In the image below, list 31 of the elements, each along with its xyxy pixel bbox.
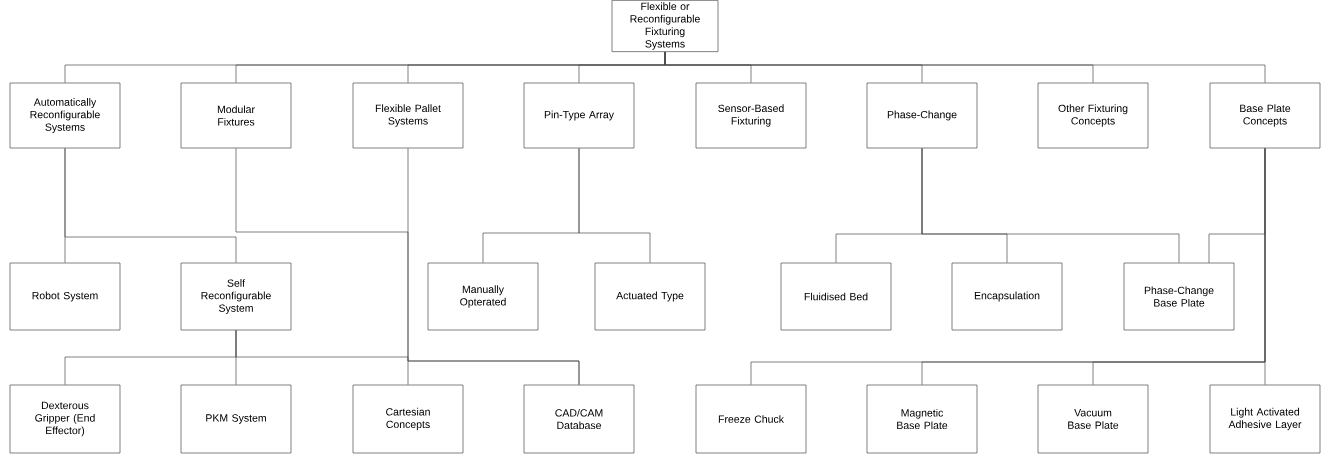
connector-line [664, 51, 1266, 83]
connector-line [407, 148, 580, 385]
connector-line [1264, 148, 1266, 385]
box: PKM System [180, 384, 292, 454]
box: CAD/CAM Database [523, 384, 635, 454]
box: Cartesian Concepts [352, 384, 464, 454]
box: Modular Fixtures [180, 82, 292, 149]
box: Encapsulation [951, 262, 1063, 331]
box: Base Plate Concepts [1209, 82, 1321, 149]
connector-line [578, 148, 651, 263]
box: Fluidised Bed [780, 262, 892, 331]
box: Self Reconfigurable System [180, 262, 292, 331]
box: Flexible Pallet Systems [352, 82, 464, 149]
box: Flexible or Reconfigurable Fixturing Systems [611, 0, 719, 52]
box: Actuated Type [594, 262, 706, 331]
box: Phase-Change [866, 82, 978, 149]
box: Other Fixturing Concepts [1037, 82, 1149, 149]
connector-line [921, 148, 1180, 263]
box: Pin-Type Array [523, 82, 635, 149]
box: Sensor-Based Fixturing [695, 82, 807, 149]
box: Manually Opterated [427, 262, 539, 331]
box: Light Activated Adhesive Layer [1209, 384, 1321, 454]
box: Dexterous Gripper (End Effector) [9, 384, 121, 454]
box: Vacuum Base Plate [1037, 384, 1149, 454]
box: Robot System [9, 262, 121, 331]
connector-line [64, 148, 237, 263]
box: Freeze Chuck [695, 384, 807, 454]
connector-line [235, 330, 409, 385]
box: Phase-Change Base Plate [1123, 262, 1235, 331]
box: Magnetic Base Plate [866, 384, 978, 454]
box: Automatically Reconfigurable Systems [9, 82, 121, 149]
